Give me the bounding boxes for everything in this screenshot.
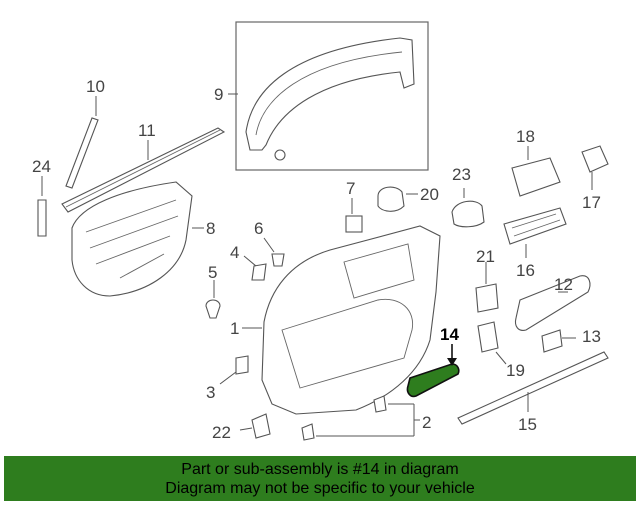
callout-14-highlighted: 14 [440, 325, 459, 344]
part-11-belt-molding [61, 127, 226, 213]
part-2-screws [301, 395, 387, 441]
callout-12: 12 [554, 275, 573, 294]
callout-10: 10 [86, 77, 105, 96]
callout-21: 21 [476, 247, 495, 266]
leader-lines [41, 93, 593, 437]
part-15-molding [457, 351, 609, 425]
callout-24: 24 [32, 157, 51, 176]
part-20-switch [377, 186, 405, 212]
part-3-clip [235, 355, 249, 375]
part-12-handle-bezel [514, 275, 591, 331]
part-13-cover [541, 329, 563, 353]
info-banner: Part or sub-assembly is #14 in diagram D… [4, 456, 636, 501]
part-6-clip [271, 253, 285, 267]
callout-7: 7 [346, 179, 355, 198]
callout-5: 5 [208, 263, 217, 282]
part-17-switch [581, 145, 609, 173]
callout-15: 15 [518, 415, 537, 434]
part-5-pushpin [205, 299, 221, 319]
part-24-strip [37, 199, 47, 237]
callout-17: 17 [582, 193, 601, 212]
callout-6: 6 [254, 219, 263, 238]
banner-line-2: Diagram may not be specific to your vehi… [165, 480, 475, 497]
callout-23: 23 [452, 165, 471, 184]
callout-18: 18 [516, 127, 535, 146]
callout-4: 4 [230, 243, 239, 262]
callout-19: 19 [506, 361, 525, 380]
parts-diagram: 1 2 3 4 5 6 7 8 9 10 11 12 13 14 15 16 1… [32, 21, 609, 442]
part-4-cap [251, 263, 267, 281]
part-19-switch [477, 321, 499, 353]
part-14-highlighted[interactable] [406, 363, 460, 398]
callout-1: 1 [230, 319, 239, 338]
part-22-cover [251, 413, 271, 439]
part-21-switch [475, 283, 499, 313]
callout-8: 8 [206, 219, 215, 238]
part-10-channel [65, 117, 99, 189]
part-23-bezel [451, 200, 485, 228]
part-7-clip [345, 215, 363, 233]
callout-20: 20 [420, 185, 439, 204]
banner-line-1: Part or sub-assembly is #14 in diagram [181, 461, 459, 478]
callout-22: 22 [212, 423, 231, 442]
part-18-switch-pack [511, 157, 561, 197]
part-16-switch-bezel [503, 207, 567, 245]
part-8-watershield [71, 181, 193, 297]
callout-16: 16 [516, 261, 535, 280]
callout-labels: 1 2 3 4 5 6 7 8 9 10 11 12 13 14 15 16 1… [32, 77, 601, 442]
callout-11: 11 [138, 121, 156, 140]
callout-3: 3 [206, 383, 215, 402]
callout-13: 13 [582, 327, 601, 346]
part-9-weatherstrip-inset [235, 21, 429, 171]
part-1-door-panel [261, 225, 441, 415]
callout-2: 2 [422, 413, 431, 432]
callout-9: 9 [214, 85, 223, 104]
